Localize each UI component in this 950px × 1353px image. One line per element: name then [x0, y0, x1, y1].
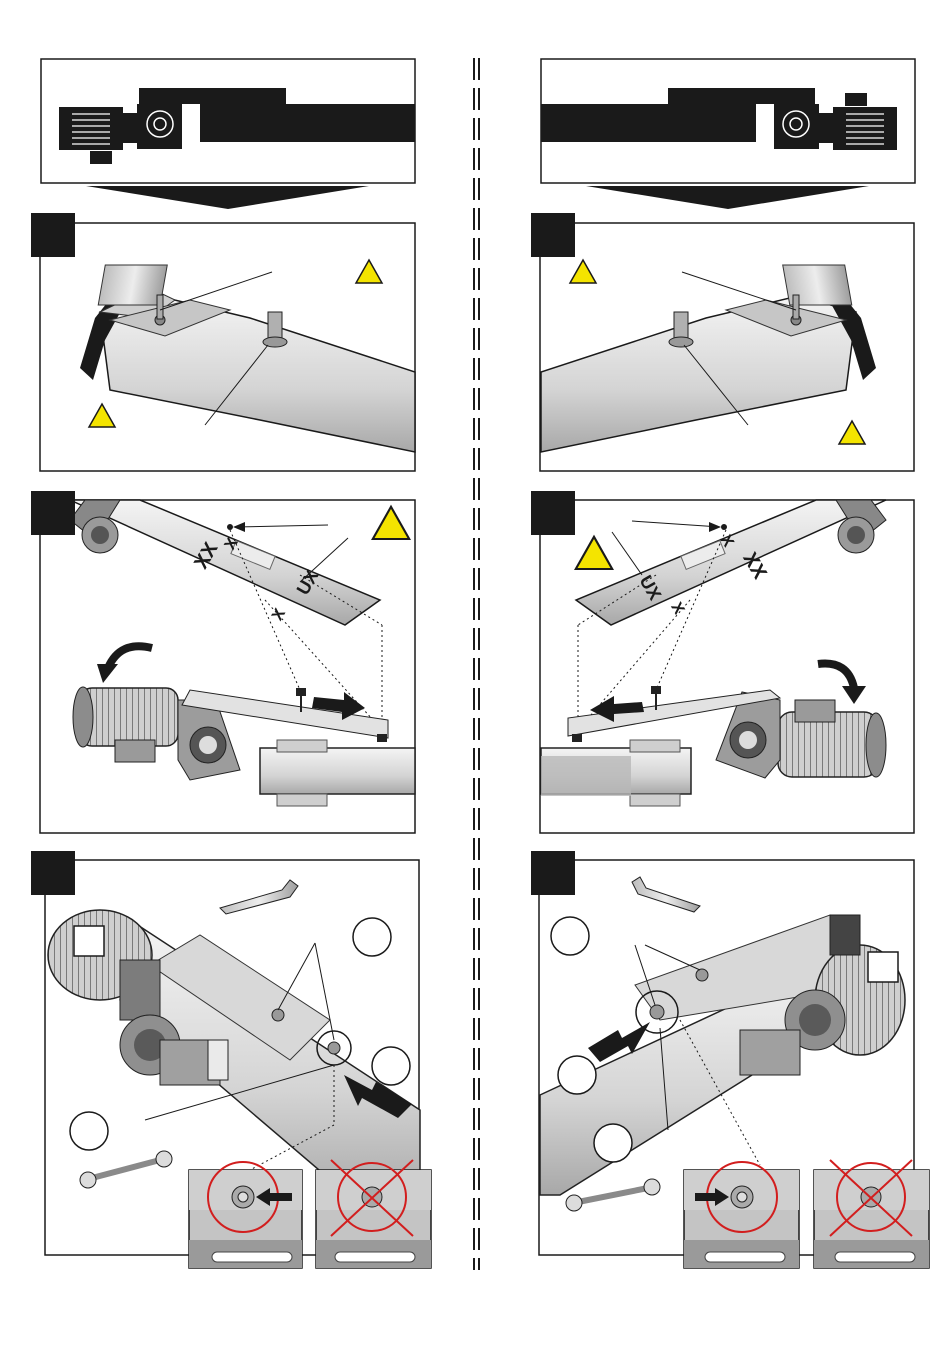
left-step-panel-1 — [31, 213, 415, 471]
right-step-panel-2: XX UX X X — [531, 491, 914, 833]
step-number-box — [531, 491, 575, 535]
column-divider — [474, 58, 479, 1270]
left-step-panel-2: XX UX X X — [40, 500, 415, 833]
step-number-box — [31, 491, 75, 535]
right-flow-arrow — [586, 186, 869, 209]
left-wrong-detail — [316, 1160, 431, 1268]
right-overview-diagram — [541, 59, 915, 183]
step-number-box — [31, 213, 75, 257]
right-wrong-detail — [814, 1160, 929, 1268]
step-number-box — [31, 851, 75, 895]
label-square — [74, 926, 104, 956]
left-correct-detail — [189, 1162, 302, 1268]
step-number-box — [531, 851, 575, 895]
right-step-panel-1 — [531, 213, 914, 471]
left-flow-arrow — [86, 186, 369, 209]
label-square — [868, 952, 898, 982]
left-overview-diagram — [41, 59, 415, 183]
right-correct-detail — [684, 1162, 799, 1268]
step-number-box — [531, 213, 575, 257]
